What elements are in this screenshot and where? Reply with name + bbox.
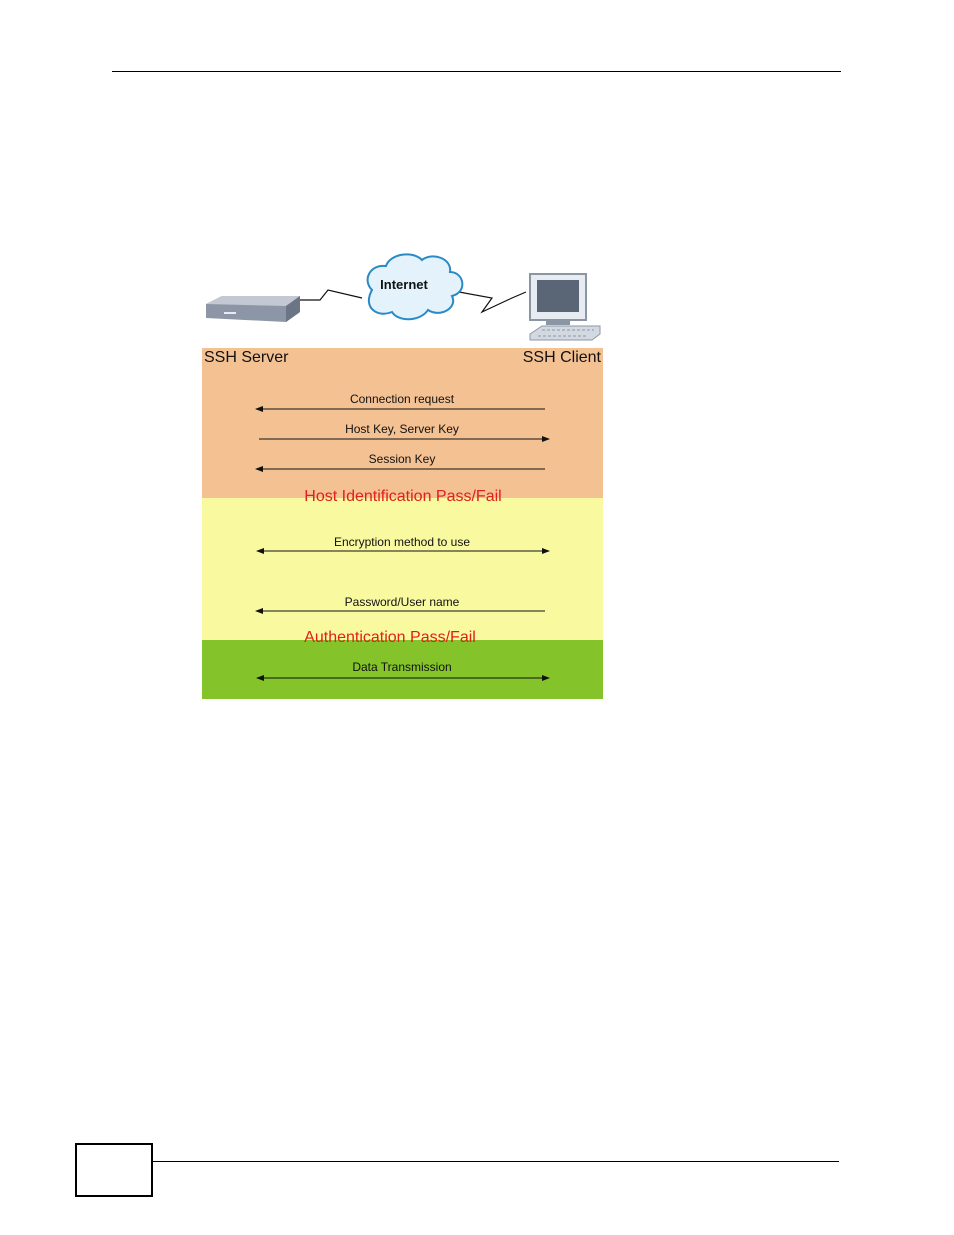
authentication-status: Authentication Pass/Fail — [304, 629, 476, 646]
desktop-computer-icon — [529, 273, 601, 341]
router-device-icon — [206, 296, 300, 322]
host-identification-status: Host Identification Pass/Fail — [304, 488, 502, 505]
header-rule — [112, 71, 841, 72]
ssh-client-label: SSH Client — [522, 349, 601, 366]
message-label: Session Key — [368, 452, 436, 466]
message-label: Encryption method to use — [333, 535, 471, 549]
handshake-band — [202, 348, 603, 498]
message-label: Host Key, Server Key — [345, 422, 459, 436]
internet-label: Internet — [380, 277, 428, 292]
negotiation-band — [202, 498, 603, 640]
message-label: Data Transmission — [352, 660, 452, 674]
ssh-server-label: SSH Server — [204, 349, 289, 366]
client-link — [447, 289, 527, 314]
message-label: Connection request — [349, 392, 455, 406]
data-band — [202, 640, 603, 699]
ssh-diagram: Internet SSH Server SSH Client Connectio… — [202, 250, 603, 699]
cloud-icon — [366, 253, 464, 321]
message-label: Password/User name — [344, 595, 460, 609]
diagram-graphics — [206, 253, 601, 681]
footer-rule — [151, 1161, 839, 1162]
server-link — [298, 289, 363, 301]
page-number-box — [75, 1143, 153, 1197]
